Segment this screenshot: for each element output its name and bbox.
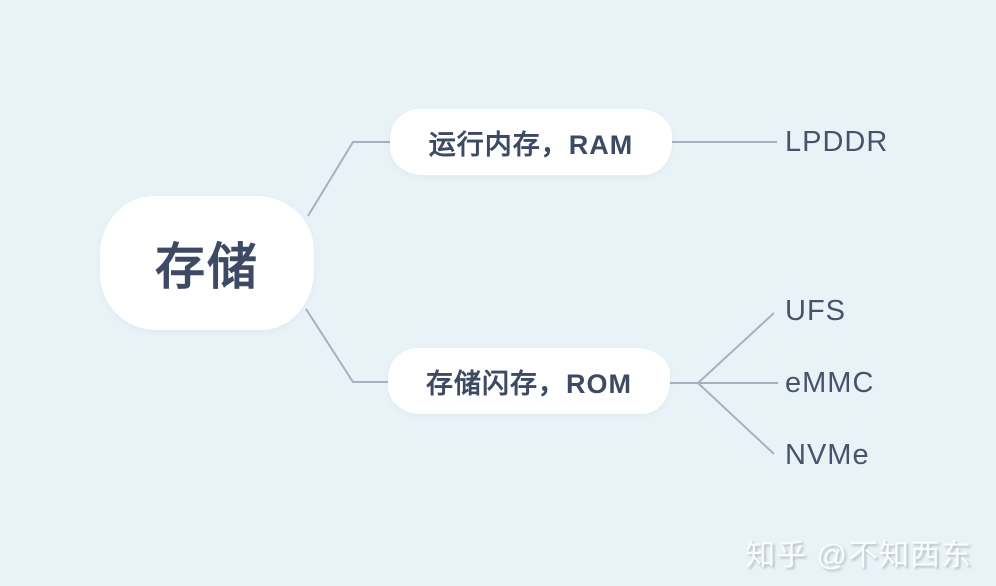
branch-node-rom[interactable]: 存储闪存，ROM <box>388 348 670 414</box>
leaf-node-emmc[interactable]: eMMC <box>785 367 875 399</box>
branch-ram-label: 运行内存，RAM <box>428 129 634 160</box>
connector-rom-to-ufs <box>697 312 775 384</box>
branch-rom-label: 存储闪存，ROM <box>426 368 632 399</box>
leaf-node-nvme[interactable]: NVMe <box>785 439 870 471</box>
connector-rom-to-nvme <box>697 382 775 455</box>
root-topic-label: 存储 <box>155 239 259 295</box>
branch-node-ram[interactable]: 运行内存，RAM <box>390 109 672 175</box>
connector-root-to-rom <box>305 308 389 383</box>
leaf-node-ufs[interactable]: UFS <box>785 295 846 327</box>
leaf-node-lpddr[interactable]: LPDDR <box>785 126 889 158</box>
root-topic-node[interactable]: 存储 <box>100 196 314 330</box>
connector-root-to-ram <box>307 141 391 217</box>
watermark: 知乎 @不知西东 <box>745 539 972 572</box>
